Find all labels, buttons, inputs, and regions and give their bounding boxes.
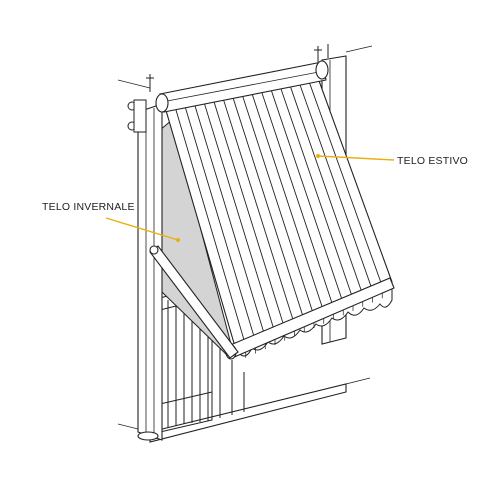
awning-stripe (241, 92, 315, 317)
awning-stripe (193, 101, 266, 338)
awning-stripe (221, 95, 295, 325)
summer-cloth-label: TELO ESTIVO (397, 155, 468, 167)
drop-arm (149, 245, 239, 359)
awning-stripe (269, 86, 344, 304)
left-post (137, 103, 163, 441)
awning-stripe (174, 105, 247, 346)
awning-stripe (250, 90, 325, 312)
awning-stripe (288, 83, 364, 295)
winter-leader-dot (176, 238, 180, 242)
top-bolt-icon (146, 44, 329, 92)
awning-stripe (279, 85, 354, 300)
winter-cloth-label: TELO INVERNALE (42, 201, 135, 213)
summer-leader-line (317, 155, 395, 161)
awning-stripe (308, 79, 383, 287)
awning-stripe (260, 88, 334, 308)
awning-stripe (212, 97, 286, 329)
roller-drum (155, 60, 329, 113)
awning-stripe (298, 81, 373, 291)
left-bracket-icon (127, 99, 147, 133)
awning-stripe (202, 99, 276, 334)
leader-lines (105, 155, 395, 241)
awning-stripe (231, 94, 305, 321)
window-sill (149, 383, 347, 443)
summer-leader-dot (316, 154, 320, 158)
mounting-brackets (127, 44, 329, 133)
awning-stripe (183, 103, 256, 342)
winter-leader-line (105, 217, 179, 241)
